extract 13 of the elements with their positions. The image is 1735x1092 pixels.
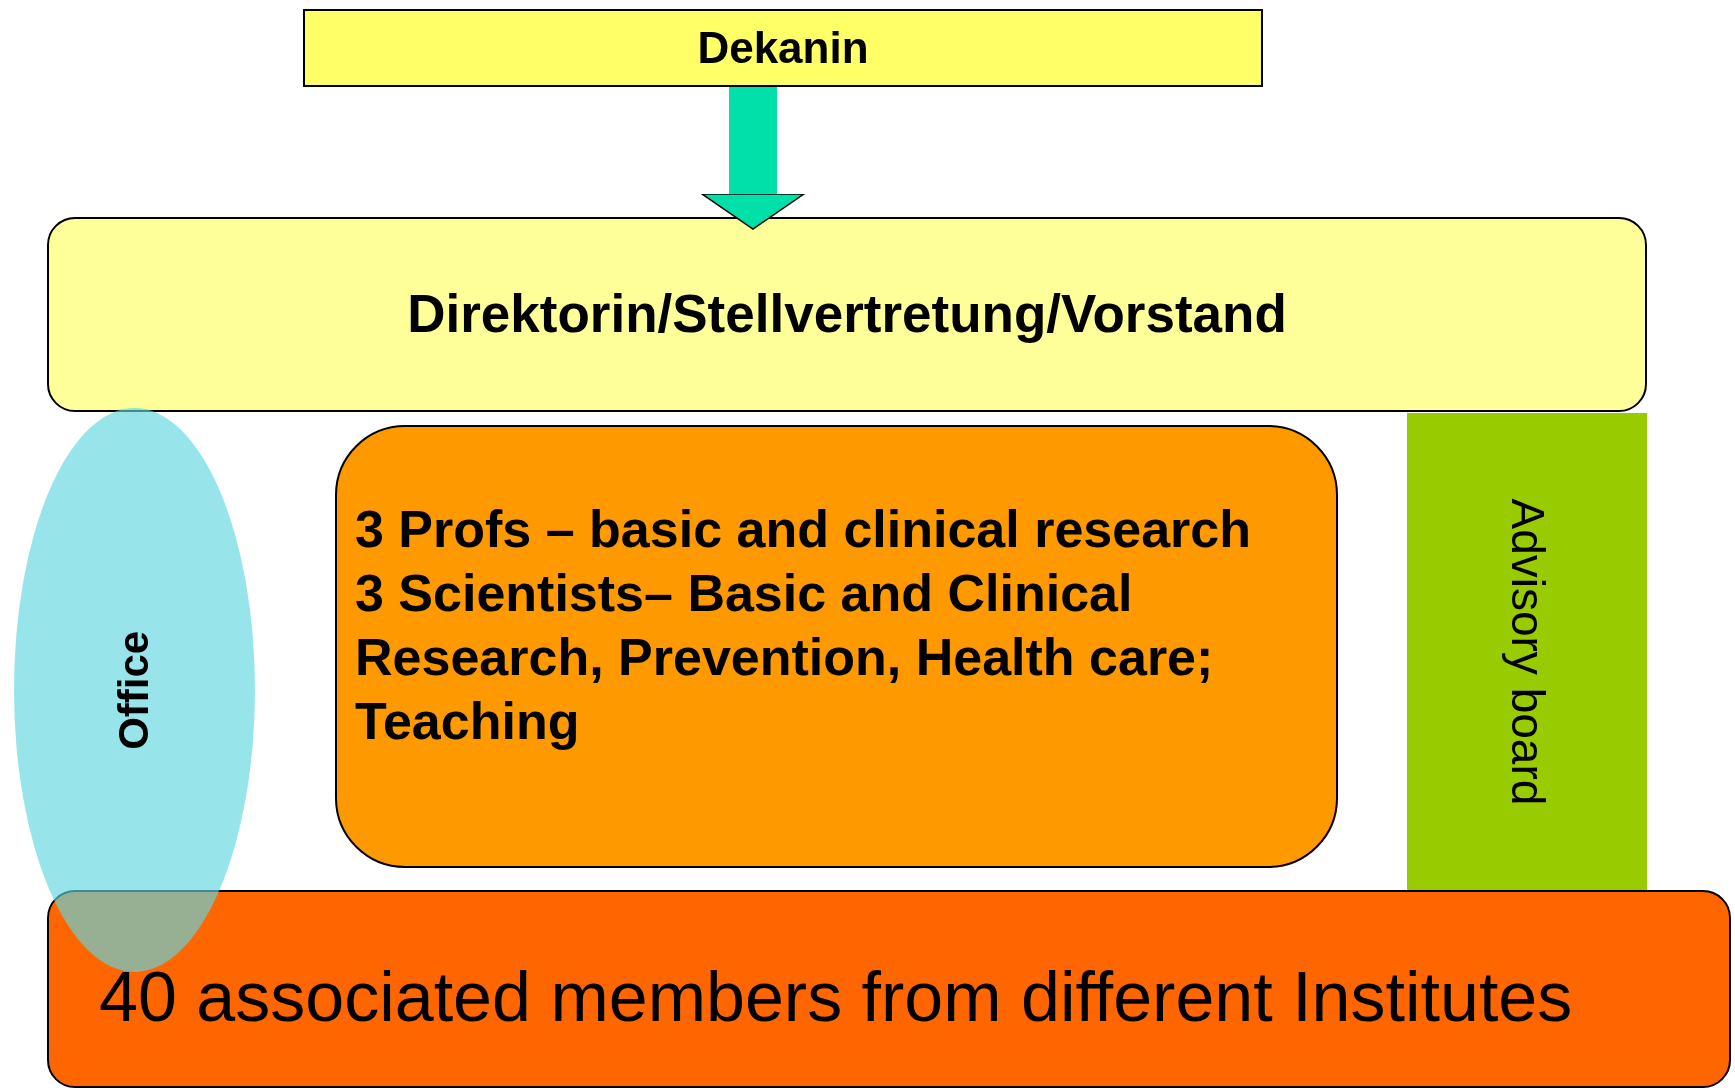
node-label: Dekanin [697,22,869,75]
rounded-bar [47,890,1731,1088]
node-label: Direktorin/Stellvertretung/Vorstand [407,283,1287,346]
node-label: 3 Scientists– Basic and Clinical Research, Prevention, Health care; Teaching [355,563,1215,752]
block-arrow [701,87,805,230]
node-label: 40 associated members from different Institutes [99,957,1573,1038]
rounded-box [335,425,1338,868]
rounded-box [47,217,1647,412]
vertical-bar [1407,413,1647,890]
node-label: Advisory board [1500,498,1555,805]
node-label: Office [109,630,159,750]
title-box [303,9,1263,87]
node-label: 3 Profs – basic and clinical research [355,499,1251,560]
